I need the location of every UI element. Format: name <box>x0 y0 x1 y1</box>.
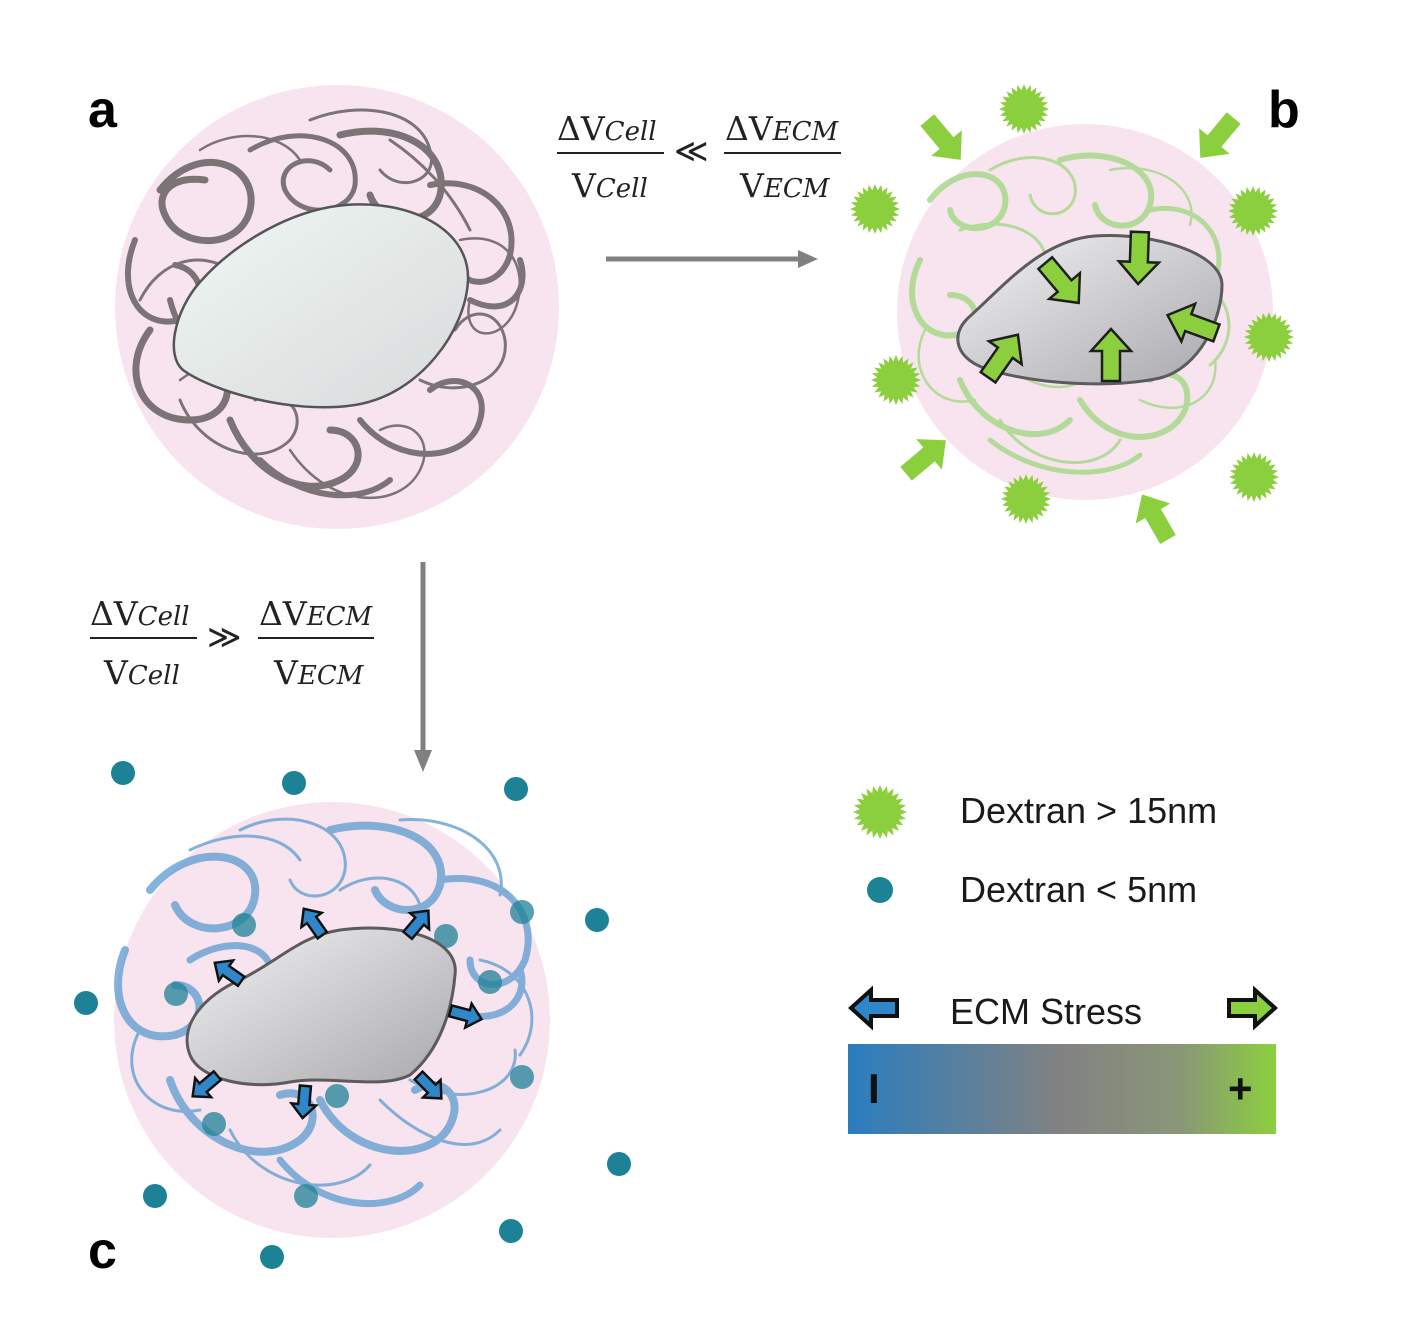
panel-a: a <box>88 81 559 529</box>
equation-left-left-numerator: ΔVCell <box>90 594 190 633</box>
small-dextran-icon <box>325 1084 349 1108</box>
small-dextran-icon <box>499 1219 523 1243</box>
stress-gradient-bar <box>848 1044 1276 1134</box>
small-dextran-inner <box>164 900 534 1208</box>
legend: Dextran > 15nm Dextran < 5nm ECM Stress … <box>848 785 1278 1134</box>
large-dextran-icon <box>853 785 907 839</box>
equation-left-right-numerator: ΔVECM <box>259 594 374 633</box>
large-dextran-icon <box>1244 312 1294 362</box>
panel-b: b <box>850 81 1300 550</box>
equation-top-relation: ≪ <box>674 131 709 170</box>
arrow-a-to-c <box>414 562 432 772</box>
equation-left-relation: ≫ <box>207 617 242 656</box>
stress-increase-arrow-icon <box>1227 985 1278 1031</box>
small-dextran-icon <box>607 1152 631 1176</box>
large-dextran-icon <box>850 184 900 234</box>
large-dextran-icon <box>999 84 1049 134</box>
equation-left-right-denominator: VECM <box>273 653 365 692</box>
small-dextran-icon <box>260 1245 284 1269</box>
legend-stress-title: ECM Stress <box>950 991 1142 1032</box>
small-dextran-icon <box>74 991 98 1015</box>
large-dextran-icon <box>1229 452 1279 502</box>
small-dextran-icon <box>478 970 502 994</box>
small-dextran-outer <box>74 761 631 1269</box>
equation-left-left-denominator: VCell <box>103 653 180 692</box>
panel-label-c: c <box>88 1222 117 1280</box>
inward-arrow-icon <box>911 107 977 173</box>
cell-b <box>956 233 1224 386</box>
cell-a <box>172 203 470 409</box>
small-dextran-icon <box>111 761 135 785</box>
equation-left: ΔVCell VCell ≫ ΔVECM VECM <box>90 594 374 692</box>
small-dextran-icon <box>504 777 528 801</box>
panel-c: c <box>74 761 631 1280</box>
equation-top-left-numerator: ΔVCell <box>557 109 657 148</box>
arrow-a-to-b <box>606 250 818 268</box>
panel-label-a: a <box>88 81 118 139</box>
large-dextran-icon <box>1228 186 1278 236</box>
large-dextran-icon <box>1001 474 1051 524</box>
stress-decrease-arrow-icon <box>848 985 899 1031</box>
equation-top-right-numerator: ΔVECM <box>725 109 840 148</box>
small-dextran-icon <box>510 1065 534 1089</box>
large-dextran-icon <box>871 355 921 405</box>
small-dextran-icon <box>143 1184 167 1208</box>
inward-arrow-icon <box>1124 484 1186 550</box>
panel-label-b: b <box>1268 81 1300 139</box>
small-dextran-icon <box>434 924 458 948</box>
small-dextran-icon <box>867 877 893 903</box>
equation-top: ΔVCell VCell ≪ ΔVECM VECM <box>557 109 841 205</box>
small-dextran-icon <box>232 913 256 937</box>
small-dextran-icon <box>282 771 306 795</box>
small-dextran-icon <box>585 908 609 932</box>
legend-small-dextran-label: Dextran < 5nm <box>960 869 1197 910</box>
stress-plus-sign: + <box>1228 1065 1253 1112</box>
stress-minus-sign: I <box>868 1065 880 1112</box>
legend-large-dextran-label: Dextran > 15nm <box>960 790 1217 831</box>
small-dextran-icon <box>294 1184 318 1208</box>
small-dextran-icon <box>202 1112 226 1136</box>
equation-top-left-denominator: VCell <box>571 166 648 205</box>
equation-top-right-denominator: VECM <box>739 166 831 205</box>
small-dextran-icon <box>510 900 534 924</box>
small-dextran-icon <box>164 982 188 1006</box>
